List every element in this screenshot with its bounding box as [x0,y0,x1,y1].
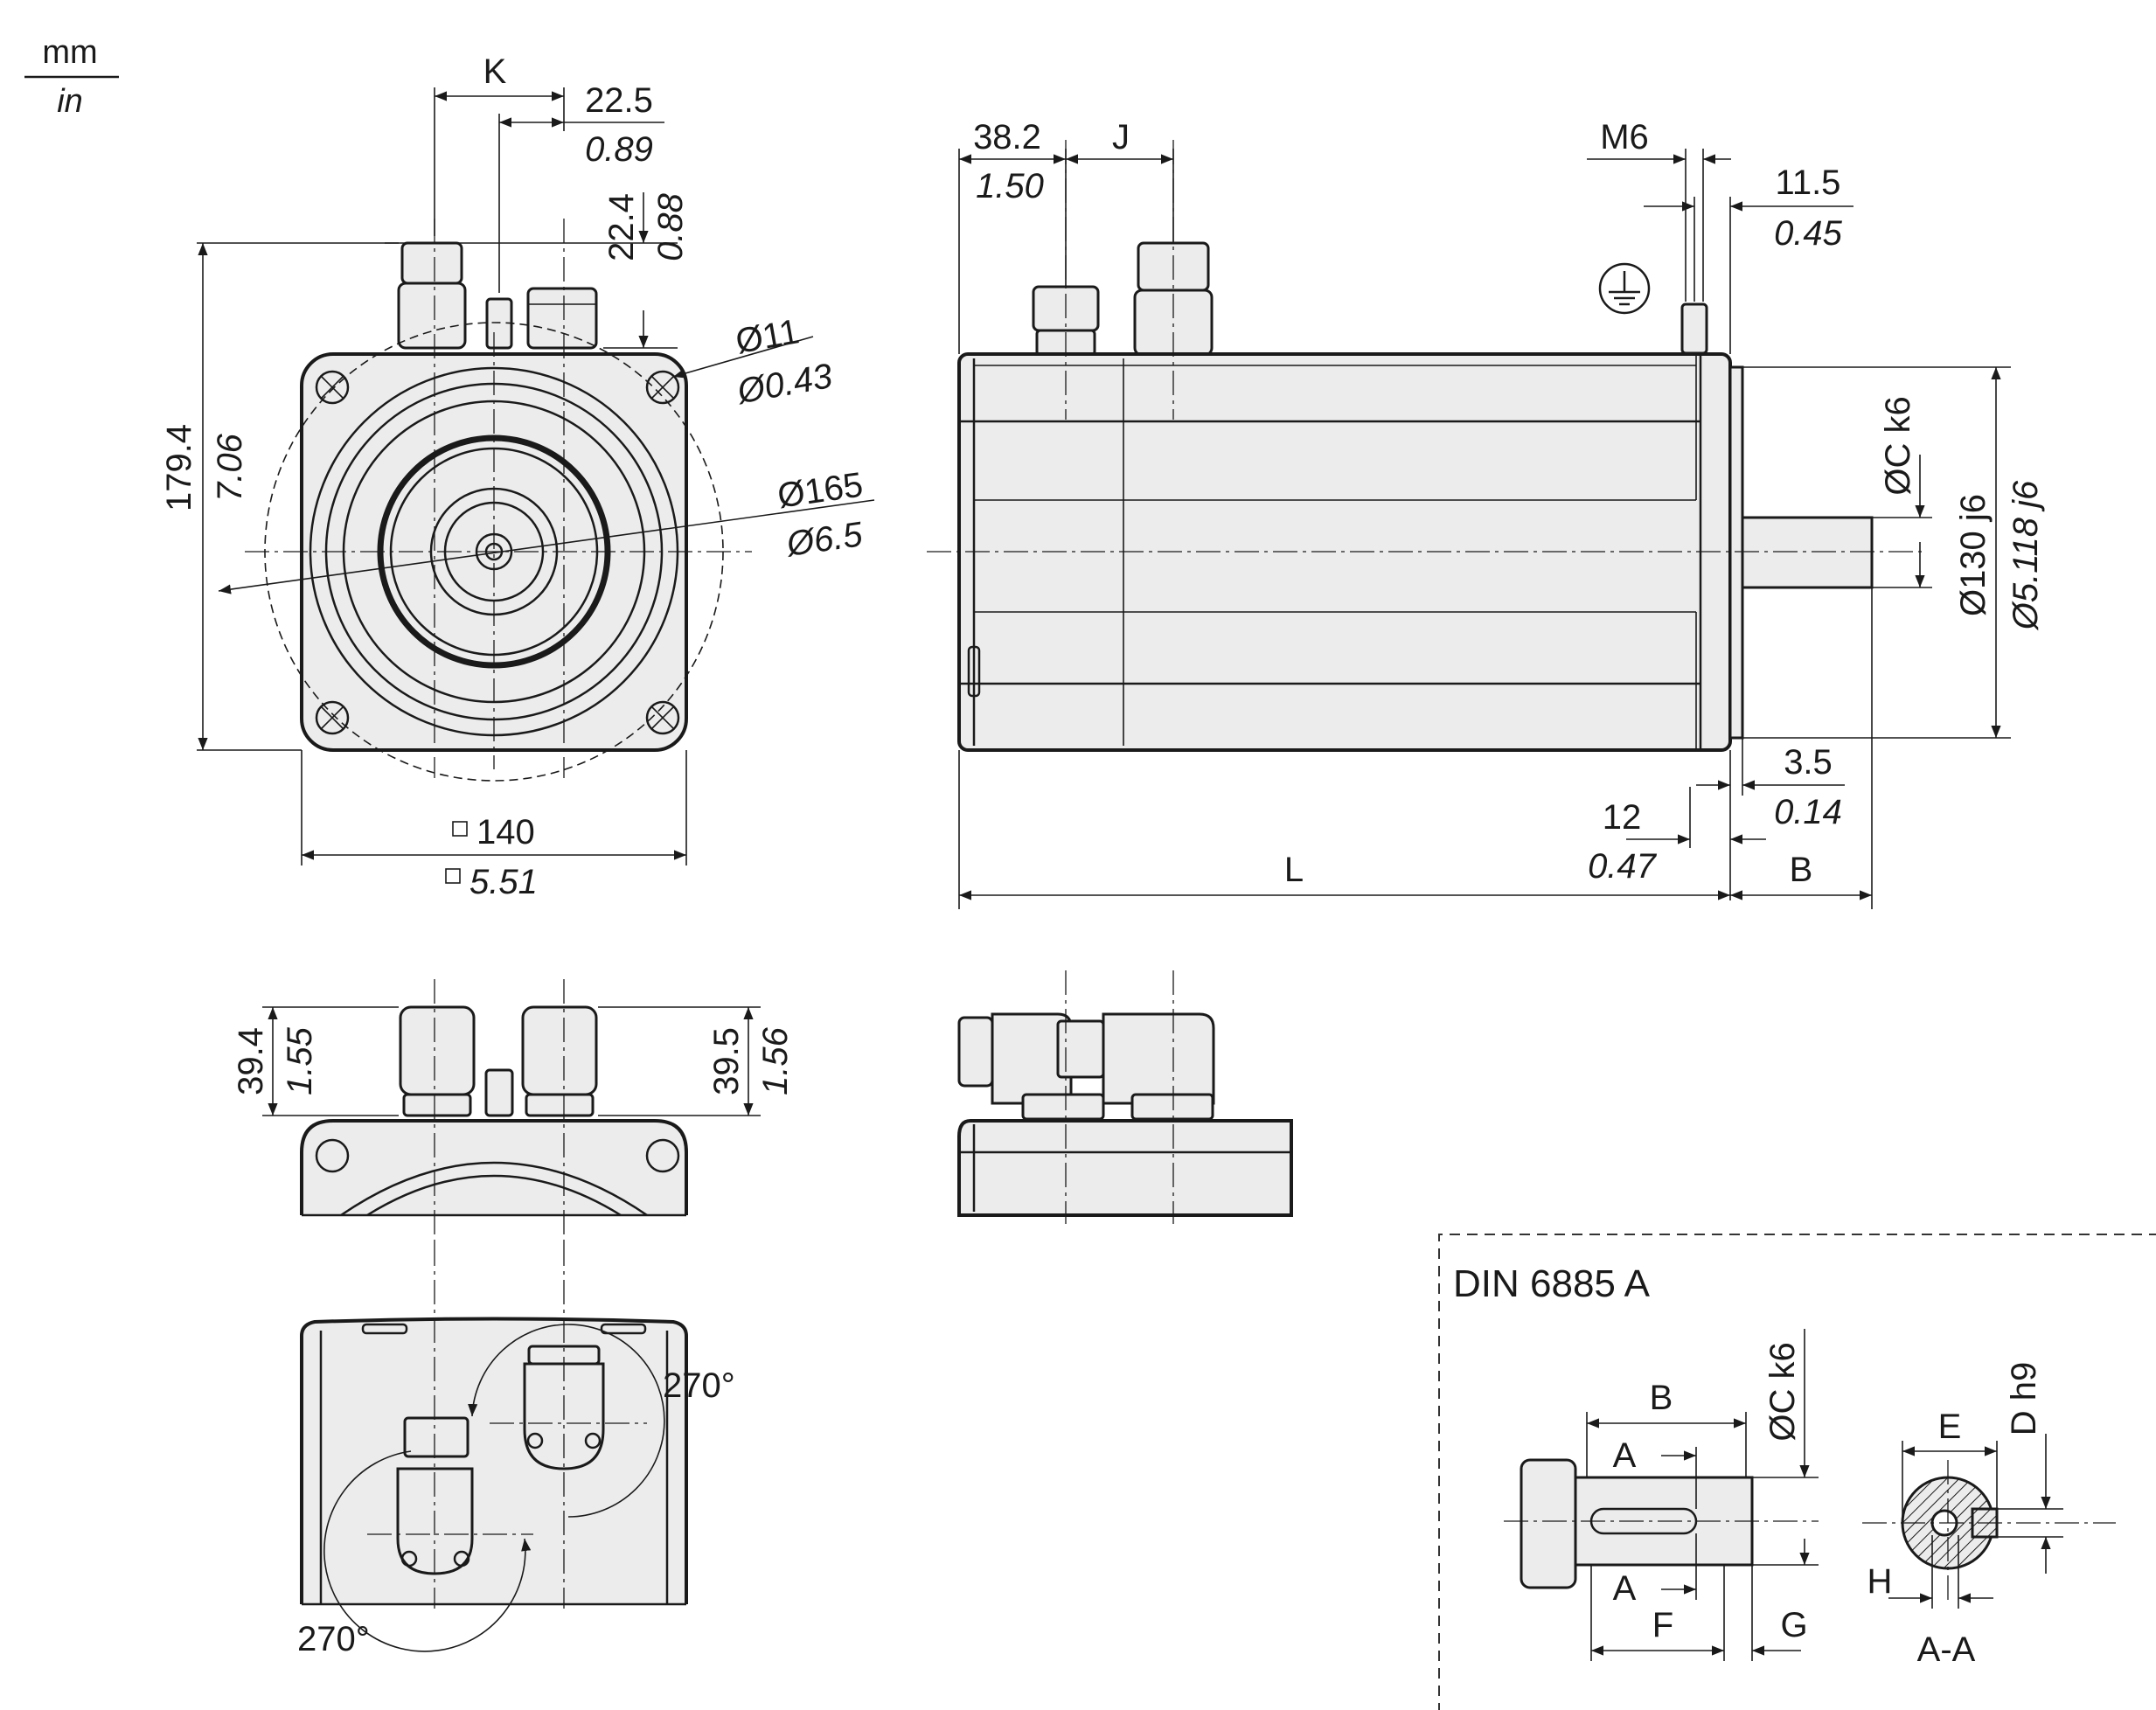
dim-39-5: 39.5 [707,1027,746,1095]
dim-1-56: 1.56 [756,1026,795,1095]
dim-7-06: 7.06 [211,433,249,502]
dim-3-5: 3.5 [1784,743,1833,782]
dim-m6: M6 [1600,118,1649,156]
dim-oc-k6: ØC k6 [1879,396,1917,495]
dim-5-51: 5.51 [469,863,538,901]
detail-label-c: ØC k6 [1763,1342,1802,1441]
angle-270-bottom: 270° [297,1620,370,1658]
mounting-hole-tr [645,370,680,405]
detail-label-d: D h9 [2005,1362,2043,1436]
detail-label-h: H [1867,1562,1893,1601]
detail-section-label: A-A [1917,1630,1976,1669]
detail-label-e: E [1938,1408,1962,1446]
units-legend: mm in [24,34,119,120]
dim-140: 140 [476,813,535,852]
unit-in: in [57,83,83,120]
detail-label-g: G [1780,1606,1807,1644]
dim-11-5: 11.5 [1776,163,1841,202]
dim-12: 12 [1603,798,1642,837]
mounting-hole-bl [315,700,350,735]
unit-mm: mm [42,34,97,71]
mounting-hole-tl [315,370,350,405]
detail-label-a-bottom: A [1613,1569,1637,1608]
dim-1-55: 1.55 [281,1026,319,1095]
dim-22-5: 22.5 [585,81,653,120]
dim-o0-43: Ø0.43 [733,357,835,412]
detail-title: DIN 6885 A [1453,1262,1651,1305]
detail-label-a-top: A [1613,1436,1637,1475]
ground-icon [1598,262,1651,315]
dim-o11: Ø11 [733,312,802,361]
front-view: K 22.5 0.89 22.4 0.88 179.4 7.06 Ø11 Ø0.… [160,52,875,901]
dim-0-47: 0.47 [1588,847,1658,886]
dim-l-label: L [1284,851,1304,889]
dim-0-88: 0.88 [651,192,690,261]
dim-1-50: 1.50 [976,167,1044,205]
dim-k-label: K [483,52,507,91]
detail-label-f: F [1652,1606,1673,1644]
detail-label-b: B [1650,1379,1673,1417]
dim-179-4: 179.4 [160,424,198,511]
dim-o5-118-j6: Ø5.118 j6 [2006,480,2045,631]
rotation-view: 270° 270° [297,1241,735,1658]
dim-0-89: 0.89 [585,130,653,169]
dim-38-2: 38.2 [973,118,1041,156]
angled-connector-view [957,970,1293,1224]
dim-o6-5: Ø6.5 [782,515,866,564]
angle-270-top: 270° [663,1366,735,1405]
dim-o130-j6: Ø130 j6 [1954,494,1993,616]
dim-39-4: 39.4 [232,1027,270,1095]
dim-22-4: 22.4 [602,193,641,261]
dim-o165: Ø165 [775,466,866,516]
side-view: 38.2 1.50 J M6 11.5 0.45 ØC k6 [927,118,2045,909]
connector-height-view: 39.4 1.55 39.5 1.56 [232,979,795,1241]
shaft-key-detail: DIN 6885 A B A A ØC k6 F G [1438,1234,2156,1710]
dim-b-label: B [1790,851,1813,889]
mounting-hole-br [645,700,680,735]
dim-0-45: 0.45 [1774,214,1843,253]
dim-0-14: 0.14 [1774,793,1842,831]
dim-j-label: J [1112,118,1130,156]
